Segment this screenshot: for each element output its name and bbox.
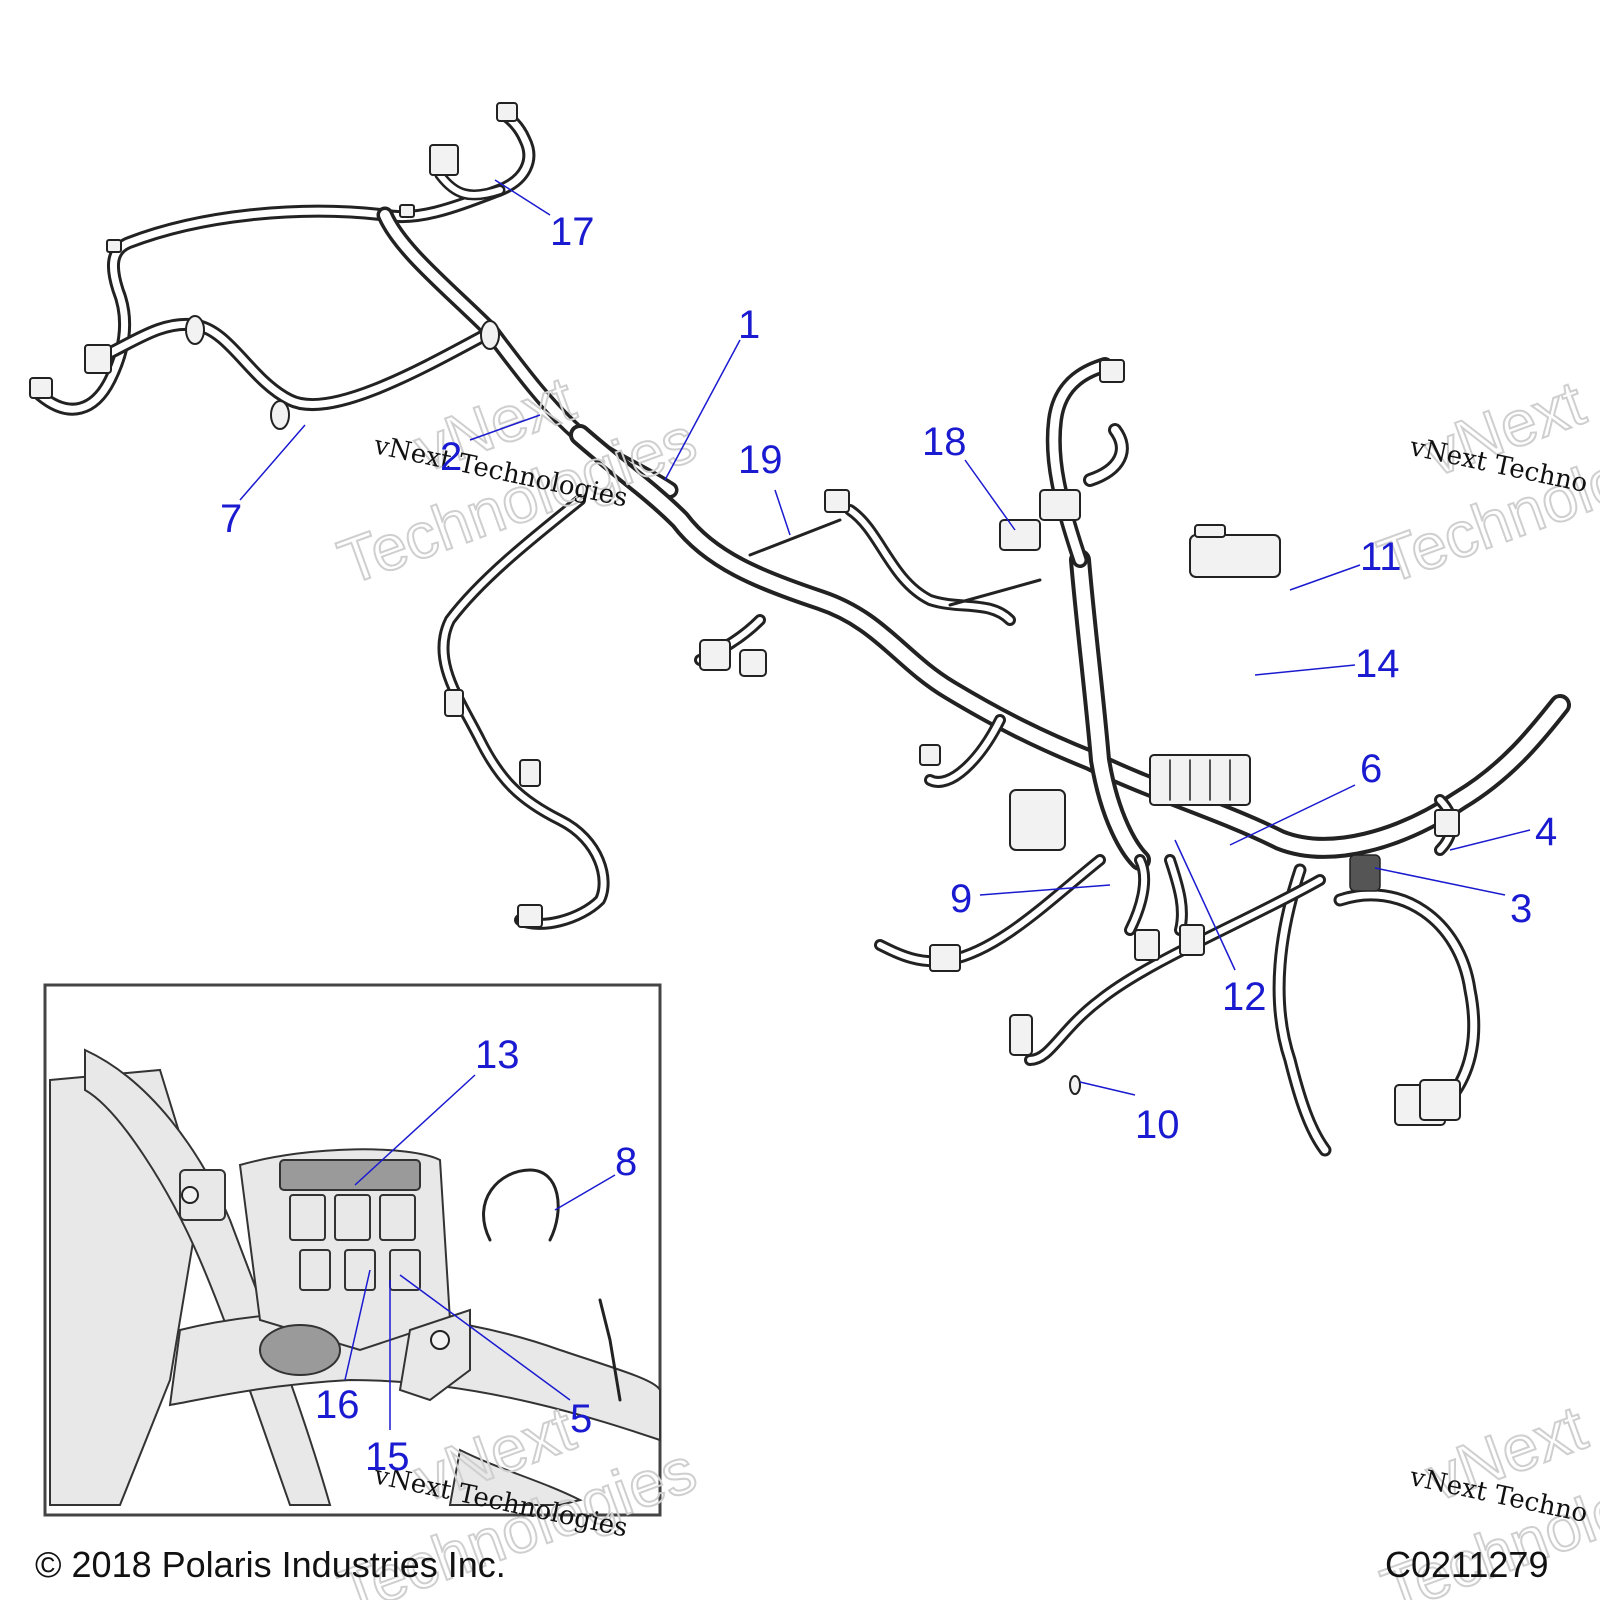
callout-18: 18 — [922, 420, 967, 464]
callout-15: 15 — [365, 1435, 410, 1479]
leader-7 — [239, 424, 306, 501]
callout-5: 5 — [570, 1397, 592, 1441]
callout-17: 17 — [550, 210, 595, 254]
callout-6: 6 — [1360, 747, 1382, 791]
inset-detail — [43, 983, 662, 1517]
callout-14: 14 — [1355, 642, 1400, 686]
leader-5 — [399, 1274, 571, 1401]
leader-9 — [979, 884, 1111, 896]
callout-4: 4 — [1535, 810, 1557, 854]
leader-4 — [1449, 829, 1531, 851]
callout-13: 13 — [475, 1033, 520, 1077]
leader-14 — [1254, 664, 1356, 676]
leader-10 — [1079, 1081, 1136, 1096]
leader-19 — [774, 489, 791, 536]
callout-labels: 1 2 3 4 5 6 7 8 9 10 11 12 13 14 15 16 1… — [220, 210, 1557, 1479]
leader-1 — [664, 339, 741, 481]
callout-16: 16 — [315, 1383, 360, 1427]
front-harness-branch — [29, 102, 679, 499]
leader-18 — [964, 459, 1016, 531]
leader-2 — [469, 414, 541, 441]
callout-7: 7 — [220, 497, 242, 541]
callout-19: 19 — [738, 438, 783, 482]
figure-code: C0211279 — [1385, 1544, 1548, 1585]
leader-17 — [494, 179, 551, 216]
leader-6 — [1229, 784, 1356, 846]
copyright-notice: © 2018 Polaris Industries Inc. — [35, 1544, 506, 1585]
main-harness-trunk — [437, 357, 1571, 1157]
callout-3: 3 — [1510, 887, 1532, 931]
callout-9: 9 — [950, 877, 972, 921]
callout-11: 11 — [1360, 535, 1402, 579]
callout-10: 10 — [1135, 1103, 1180, 1147]
leader-16 — [344, 1269, 371, 1381]
callout-2: 2 — [440, 435, 462, 479]
leader-lines — [239, 179, 1531, 1430]
leader-11 — [1289, 564, 1361, 591]
callout-1: 1 — [738, 303, 760, 347]
callout-12: 12 — [1222, 975, 1267, 1019]
leader-3 — [1374, 867, 1506, 896]
leader-13 — [354, 1074, 476, 1186]
callout-8: 8 — [615, 1140, 637, 1184]
leader-12 — [1174, 839, 1236, 971]
leader-8 — [554, 1174, 616, 1211]
